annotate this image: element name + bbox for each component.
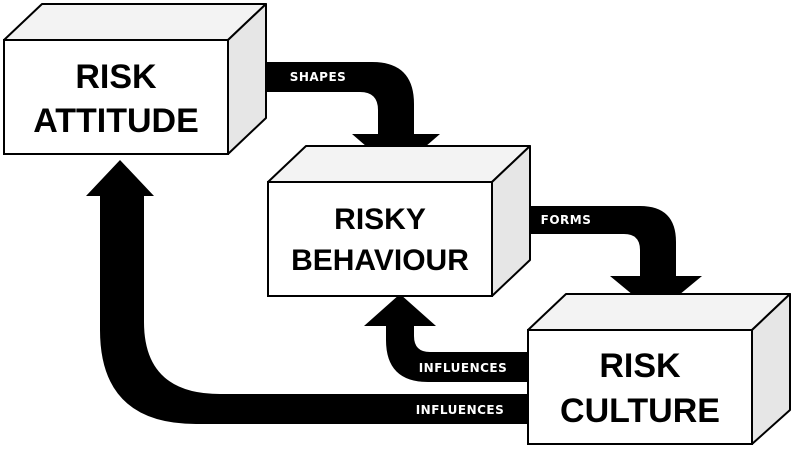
shapes-arrow: SHAPES	[248, 62, 440, 172]
risky-behaviour-box: RISKY BEHAVIOUR	[267, 145, 531, 297]
forms-arrow: FORMS	[512, 206, 702, 314]
risk-attitude-label-line2: ATTITUDE	[33, 102, 199, 140]
risk-culture-box-front	[527, 329, 753, 445]
risk-attitude-box-top	[3, 3, 267, 41]
risk-attitude-box: RISK ATTITUDE	[3, 3, 267, 155]
risk-culture-box-top	[527, 293, 791, 331]
shapes-arrow-body	[248, 62, 440, 172]
influences-behaviour-label: INFLUENCES	[419, 361, 508, 375]
influences-behaviour-arrow-body	[364, 294, 530, 382]
risk-culture-label-line1: RISK	[599, 347, 681, 385]
risk-culture-label-line2: CULTURE	[560, 392, 720, 430]
risky-behaviour-label-line1: RISKY	[334, 203, 426, 236]
influences-attitude-label: INFLUENCES	[416, 403, 505, 417]
risky-behaviour-box-front	[267, 181, 493, 297]
risk-attitude-label-line1: RISK	[75, 58, 157, 96]
forms-label: FORMS	[541, 213, 592, 227]
risky-behaviour-label-line2: BEHAVIOUR	[291, 244, 469, 277]
influences-attitude-arrow-body	[86, 160, 530, 424]
influences-attitude-arrow: INFLUENCES	[86, 160, 530, 424]
risk-culture-box: RISK CULTURE	[527, 293, 791, 445]
forms-arrow-body	[512, 206, 702, 314]
shapes-label: SHAPES	[290, 70, 347, 84]
risky-behaviour-box-top	[267, 145, 531, 183]
risk-attitude-box-front	[3, 39, 229, 155]
influences-behaviour-arrow: INFLUENCES	[364, 294, 530, 382]
